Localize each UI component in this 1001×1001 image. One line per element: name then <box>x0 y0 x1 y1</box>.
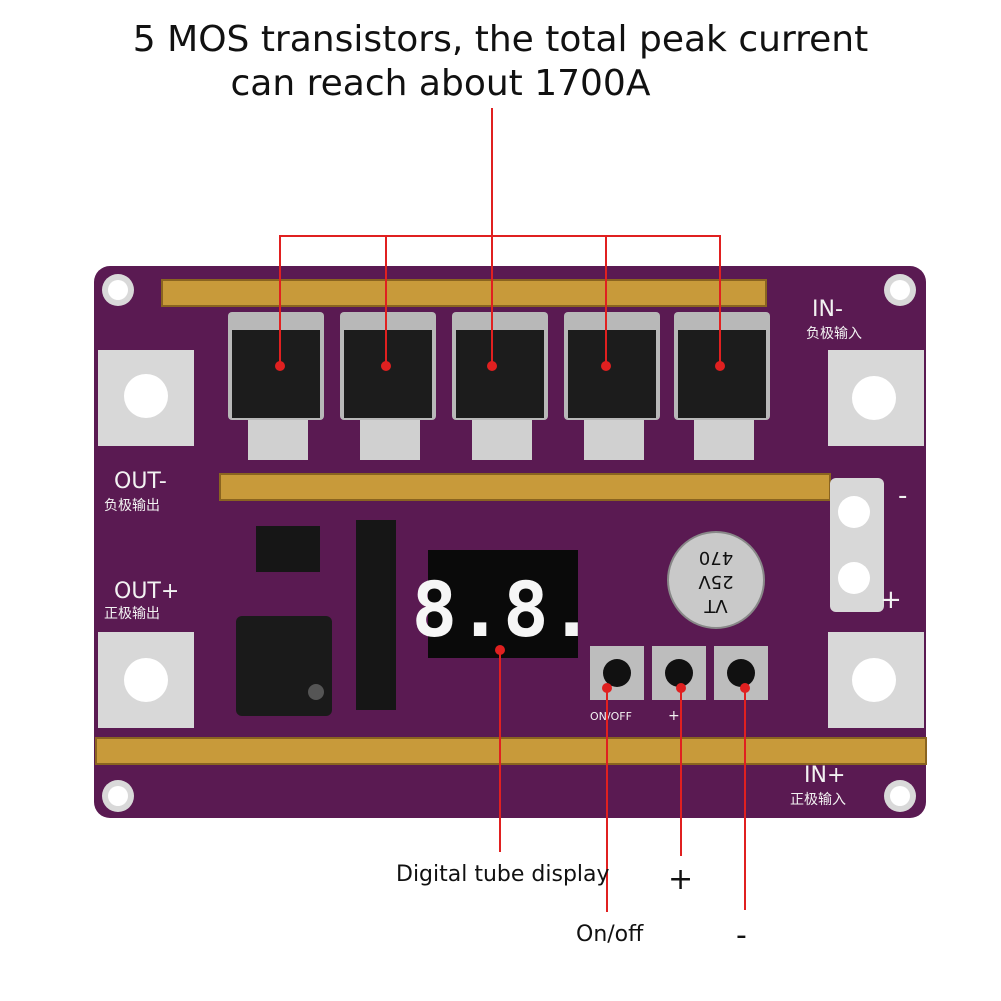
display-readout: 8.8. <box>411 565 594 654</box>
minus-annotation: - <box>736 918 747 953</box>
digital-tube-display <box>428 550 578 658</box>
leader-lines <box>279 108 746 912</box>
out-plus-label: OUT+ <box>114 579 179 604</box>
out-minus-cn-label: 负极输出 <box>104 498 160 514</box>
in-minus-label: IN- <box>812 297 843 322</box>
ic-chip <box>356 520 396 710</box>
relay-chip <box>256 526 320 572</box>
plus-annotation: + <box>668 862 694 897</box>
terminal-plus-label: + <box>880 585 902 615</box>
power-pads <box>98 350 924 728</box>
mounting-holes <box>102 274 916 812</box>
buzzer-port <box>308 684 324 700</box>
capacitor <box>667 531 765 629</box>
mos-transistor <box>564 312 660 460</box>
on-off-silk-label: ON/OFF <box>590 710 632 723</box>
copper-bar-bottom <box>95 737 927 765</box>
mos-transistor <box>452 312 548 460</box>
display-annotation: Digital tube display <box>396 862 610 887</box>
out-plus-cn-label: 正极输出 <box>104 606 160 622</box>
mos-transistor <box>674 312 770 460</box>
copper-bar-middle <box>219 473 831 501</box>
headline-line-2: can reach about 1700A <box>230 63 651 104</box>
on-off-annotation: On/off <box>576 922 644 947</box>
capacitor-label-2: 25V <box>698 571 734 592</box>
in-plus-cn-label: 正极输入 <box>790 792 846 808</box>
copper-bar-top <box>161 279 767 307</box>
terminal-minus-label: - <box>898 481 907 511</box>
in-plus-label: IN+ <box>804 763 845 788</box>
buzzer <box>236 616 332 716</box>
plus-silk-label: + <box>668 708 680 724</box>
capacitor-label-3: VT <box>703 595 727 616</box>
leader-dots <box>275 361 750 693</box>
headline-line-1: 5 MOS transistors, the total peak curren… <box>132 19 869 60</box>
in-minus-cn-label: 负极输入 <box>806 326 862 342</box>
capacitor-label-1: 470 <box>699 547 733 568</box>
out-minus-label: OUT- <box>114 469 167 494</box>
